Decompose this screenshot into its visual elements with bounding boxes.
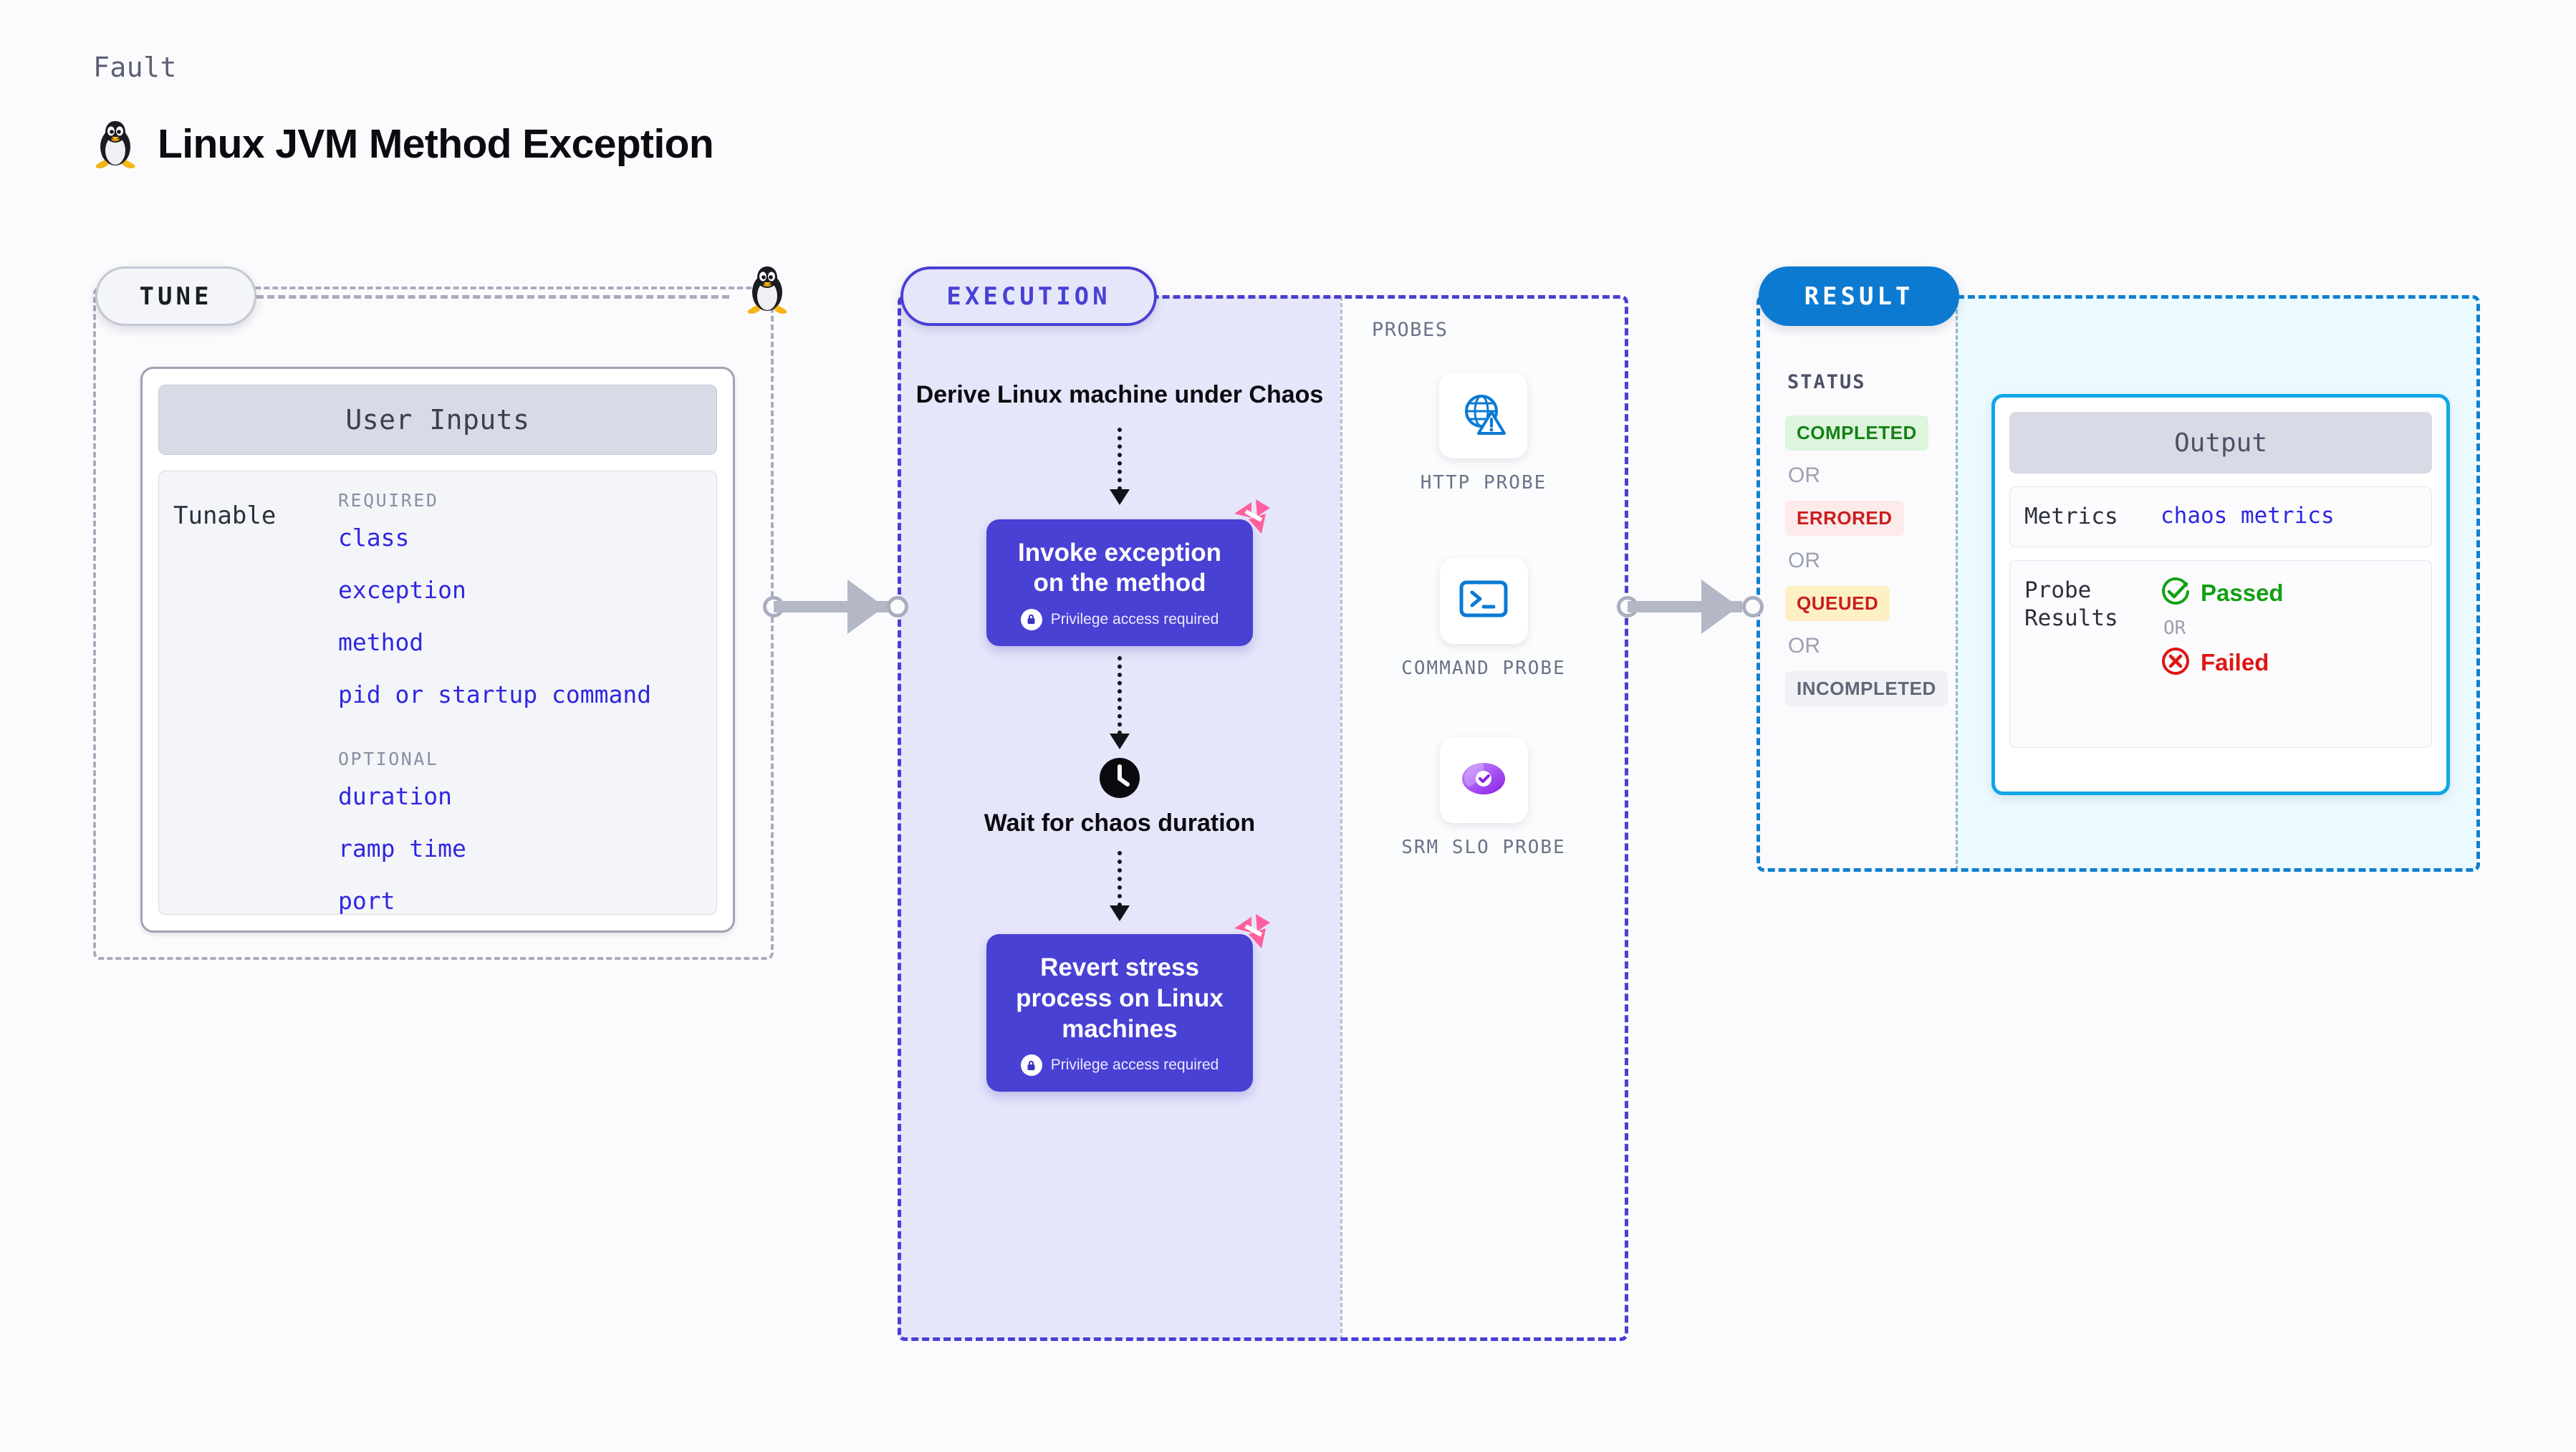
privilege-text: Privilege access required (1050, 1057, 1219, 1074)
stage-pill-execution[interactable]: EXECUTION (900, 266, 1157, 326)
output-probe-results-row: Probe Results Passed OR (2009, 559, 2432, 748)
privilege-note: Privilege access required (1005, 1054, 1234, 1077)
tunable-pid-or-startup-command[interactable]: pid or startup command (338, 681, 652, 708)
connector-arrow-head (847, 580, 885, 634)
optional-group-label: OPTIONAL (338, 749, 439, 769)
status-badge-queued: QUEUED (1785, 586, 1890, 621)
status-list: COMPLETED OR ERRORED OR QUEUED OR INCOMP… (1785, 415, 1948, 706)
tune-linux-tux-icon (745, 264, 789, 319)
status-or-3: OR (1788, 634, 1820, 658)
probe-result-values: Passed OR Failed (2161, 577, 2284, 731)
probes-title: PROBES (1372, 319, 1448, 341)
flow-step-derive-machine: Derive Linux machine under Chaos (915, 381, 1324, 408)
globe-warning-icon (1460, 392, 1507, 440)
tunable-section: Tunable REQUIRED class exception method … (158, 471, 717, 915)
privilege-text: Privilege access required (1050, 610, 1219, 628)
probe-http[interactable]: HTTP PROBE (1421, 372, 1547, 495)
required-group-label: REQUIRED (338, 490, 439, 511)
harness-logo-icon (1230, 498, 1273, 543)
user-inputs-card: User Inputs Tunable REQUIRED class excep… (140, 367, 735, 933)
output-metrics-row: Metrics chaos metrics (2009, 486, 2432, 547)
connector2-arrow-head (1701, 580, 1739, 634)
page-title-text: Linux JVM Method Exception (158, 121, 714, 167)
flow-arrow-3 (1110, 851, 1130, 922)
probe-result-failed: Failed (2161, 646, 2284, 680)
flow-arrow-1 (1110, 427, 1130, 505)
result-panel (1756, 295, 2480, 872)
srm-slo-icon (1460, 759, 1507, 802)
probe-tile[interactable] (1439, 372, 1528, 458)
probe-label: SRM SLO PROBE (1401, 837, 1566, 858)
status-badge-incompleted: INCOMPLETED (1785, 671, 1948, 706)
execution-panel (898, 295, 1628, 1341)
execution-flow: Derive Linux machine under Chaos Invoke … (899, 380, 1340, 1092)
check-circle-icon (2161, 577, 2191, 610)
x-circle-icon (2161, 646, 2191, 680)
output-header: Output (2009, 412, 2432, 473)
output-metrics-key: Metrics (2024, 504, 2118, 529)
privilege-note: Privilege access required (1005, 608, 1234, 630)
terminal-icon (1459, 580, 1508, 621)
flow-arrow-2 (1110, 655, 1130, 749)
output-probe-key: Probe Results (2024, 577, 2118, 631)
tunable-exception[interactable]: exception (338, 576, 466, 604)
node-title: Revert stress process on Linux machines (1016, 953, 1224, 1043)
flow-node-revert-stress[interactable]: Revert stress process on Linux machines … (986, 914, 1270, 1092)
tunable-class[interactable]: class (338, 524, 410, 552)
status-badge-errored: ERRORED (1785, 501, 1904, 536)
probe-label: COMMAND PROBE (1401, 657, 1566, 679)
stage-pill-tune[interactable]: TUNE (95, 266, 256, 326)
probe-failed-label: Failed (2201, 649, 2269, 676)
tunable-duration[interactable]: duration (338, 782, 452, 810)
status-or-2: OR (1788, 549, 1820, 572)
tune-panel (93, 287, 774, 960)
page-title: Linux JVM Method Exception (93, 118, 714, 170)
user-inputs-header: User Inputs (158, 385, 717, 455)
node-title: Invoke exception on the method (1018, 538, 1221, 597)
output-card: Output Metrics chaos metrics Probe Resul… (1991, 394, 2450, 795)
tunable-ramp-time[interactable]: ramp time (338, 835, 466, 862)
probe-passed-label: Passed (2201, 580, 2284, 607)
status-title: STATUS (1787, 371, 1866, 393)
connector2-end-dot (1742, 596, 1764, 617)
flow-node-invoke-exception[interactable]: Invoke exception on the method Privilege… (986, 499, 1270, 646)
flow-step-wait-duration: Wait for chaos duration (984, 809, 1256, 837)
tunable-method[interactable]: method (338, 628, 424, 656)
clock-icon (1100, 757, 1140, 798)
status-or-1: OR (1788, 463, 1820, 487)
stage-pill-result[interactable]: RESULT (1759, 266, 1959, 326)
tune-dashed-link (256, 295, 729, 299)
connector-end-dot (887, 596, 908, 617)
tunable-row-label: Tunable (173, 501, 277, 530)
probe-tile[interactable] (1439, 557, 1528, 644)
lock-icon (1020, 608, 1042, 630)
probe-tile[interactable] (1439, 737, 1528, 823)
probe-command[interactable]: COMMAND PROBE (1401, 557, 1566, 681)
fault-kicker: Fault (93, 52, 177, 83)
linux-tux-icon (93, 118, 138, 170)
output-metrics-value[interactable]: chaos metrics (2161, 503, 2335, 529)
tunable-port[interactable]: port (338, 887, 395, 915)
lock-icon (1020, 1054, 1042, 1077)
probe-srm-slo[interactable]: SRM SLO PROBE (1401, 737, 1566, 860)
probes-list: HTTP PROBE COMMAND PROBE (1340, 372, 1627, 860)
status-badge-completed: COMPLETED (1785, 415, 1928, 451)
probe-result-passed: Passed (2161, 577, 2284, 610)
probe-result-or: OR (2163, 617, 2186, 639)
tunable-values: REQUIRED class exception method pid or s… (338, 490, 702, 915)
probe-label: HTTP PROBE (1420, 472, 1547, 494)
harness-logo-icon (1230, 913, 1273, 958)
